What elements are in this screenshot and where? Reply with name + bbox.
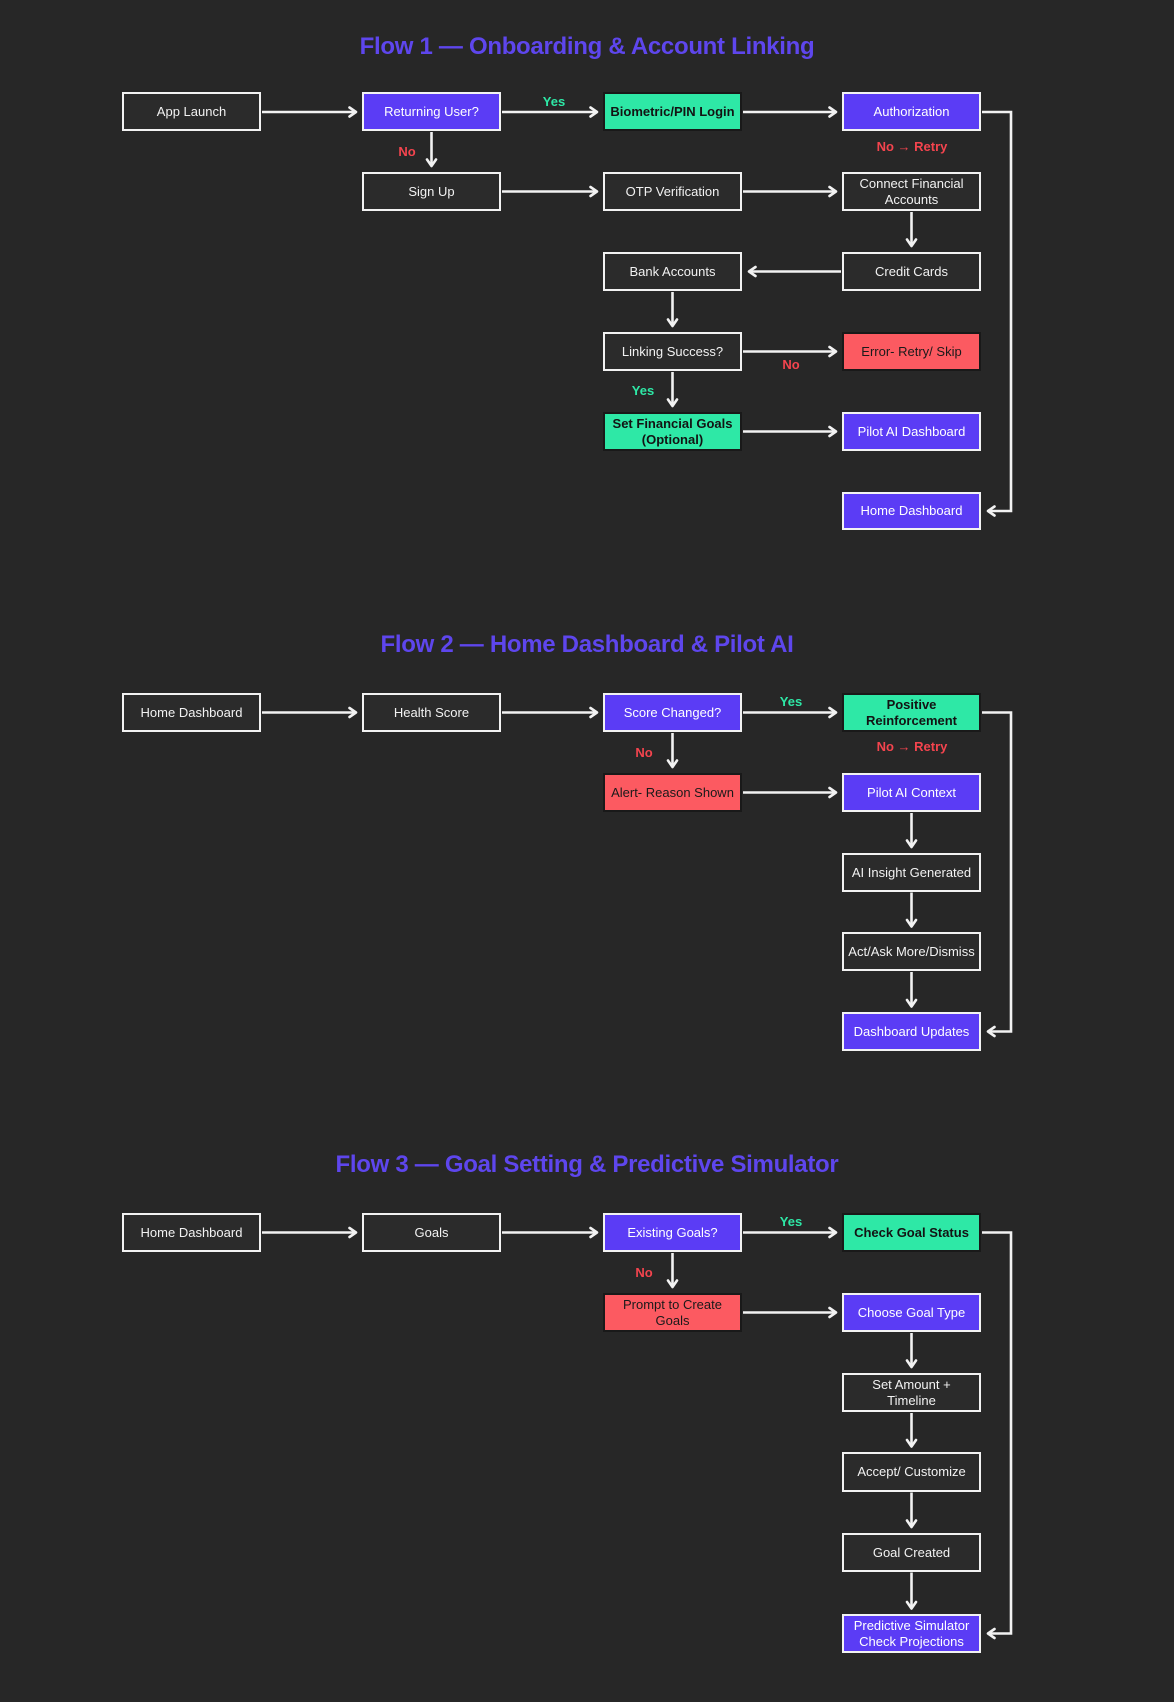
node-existing-goals: Existing Goals?	[603, 1213, 742, 1252]
node-goals: Goals	[362, 1213, 501, 1252]
flow3-title: Flow 3 — Goal Setting & Predictive Simul…	[335, 1151, 839, 1178]
node-home-dashboard-flow1: Home Dashboard	[842, 492, 981, 530]
edge-label-no-retry-authorization: No → Retry	[876, 139, 948, 154]
node-home-dashboard-flow3: Home Dashboard	[122, 1213, 261, 1252]
edge-label-no-alert: No	[635, 745, 653, 760]
node-home-dashboard-flow2: Home Dashboard	[122, 693, 261, 732]
node-prompt-to-create-goals: Prompt to Create Goals	[603, 1293, 742, 1332]
edge-label-no-error: No	[782, 357, 800, 372]
node-health-score: Health Score	[362, 693, 501, 732]
arrow-positive-dashboardupdates	[982, 711, 1013, 1038]
node-positive-reinforcement: Positive Reinforcement	[842, 693, 981, 732]
node-biometric-pin-login: Biometric/PIN Login	[603, 92, 742, 131]
node-authorization: Authorization	[842, 92, 981, 131]
edge-label-yes-setgoals: Yes	[631, 383, 655, 398]
arrow-authorization-homedashboard	[982, 110, 1013, 517]
edge-label-yes-positive: Yes	[779, 694, 803, 709]
flow2-title: Flow 2 — Home Dashboard & Pilot AI	[380, 631, 794, 658]
node-app-launch: App Launch	[122, 92, 261, 131]
edge-label-yes-checkstatus: Yes	[779, 1214, 803, 1229]
node-set-financial-goals: Set Financial Goals (Optional)	[603, 412, 742, 451]
node-predictive-simulator: Predictive Simulator Check Projections	[842, 1614, 981, 1653]
node-alert-reason-shown: Alert- Reason Shown	[603, 773, 742, 812]
node-ai-insight-generated: AI Insight Generated	[842, 853, 981, 892]
node-credit-cards: Credit Cards	[842, 252, 981, 291]
node-error-retry-skip: Error- Retry/ Skip	[842, 332, 981, 371]
node-connect-financial-accounts: Connect Financial Accounts	[842, 172, 981, 211]
node-score-changed: Score Changed?	[603, 693, 742, 732]
node-returning-user: Returning User?	[362, 92, 501, 131]
node-linking-success: Linking Success?	[603, 332, 742, 371]
node-choose-goal-type: Choose Goal Type	[842, 1293, 981, 1332]
node-dashboard-updates: Dashboard Updates	[842, 1012, 981, 1051]
node-bank-accounts: Bank Accounts	[603, 252, 742, 291]
node-pilot-ai-dashboard: Pilot AI Dashboard	[842, 412, 981, 451]
node-set-amount-timeline: Set Amount + Timeline	[842, 1373, 981, 1412]
edge-label-no-prompt: No	[635, 1265, 653, 1280]
node-goal-created: Goal Created	[842, 1533, 981, 1572]
node-act-ask-more-dismiss: Act/Ask More/Dismiss	[842, 932, 981, 971]
edge-label-yes-biometric: Yes	[542, 94, 566, 109]
edge-label-no-signup: No	[398, 144, 416, 159]
node-accept-customize: Accept/ Customize	[842, 1452, 981, 1492]
flow1-title: Flow 1 — Onboarding & Account Linking	[359, 33, 815, 60]
node-sign-up: Sign Up	[362, 172, 501, 211]
node-otp-verification: OTP Verification	[603, 172, 742, 211]
node-pilot-ai-context: Pilot AI Context	[842, 773, 981, 812]
edge-label-no-retry-positive: No → Retry	[876, 739, 948, 754]
arrow-checkstatus-predictive	[982, 1231, 1013, 1640]
node-check-goal-status: Check Goal Status	[842, 1213, 981, 1252]
